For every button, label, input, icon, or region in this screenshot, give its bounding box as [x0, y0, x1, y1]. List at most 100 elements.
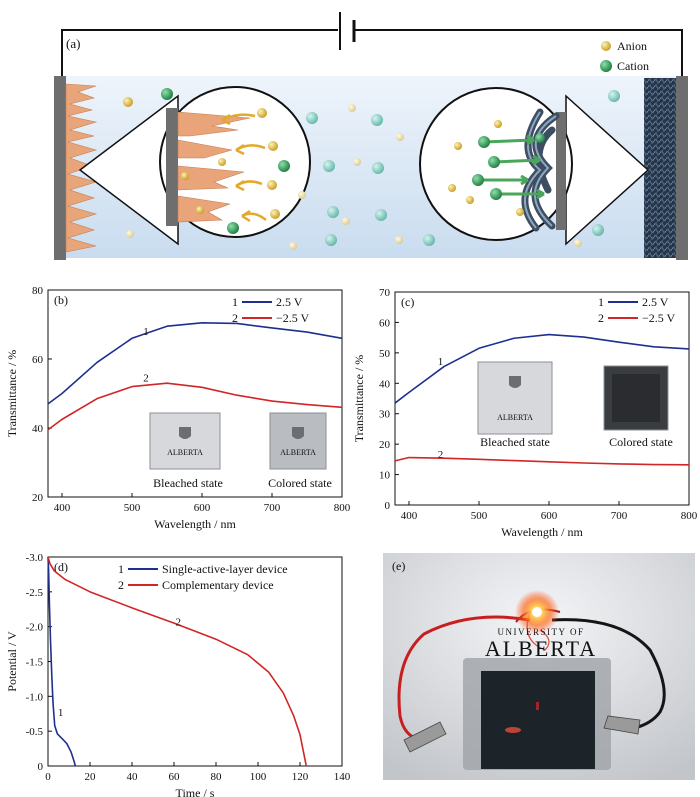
panel-a-label: (a): [66, 36, 80, 51]
cation-legend-label: Cation: [617, 59, 649, 73]
right-active-layer: [644, 78, 676, 258]
y-tick-label: 40: [379, 378, 391, 390]
dark-pane: [612, 374, 660, 422]
y-tick-label: 20: [379, 439, 391, 451]
x-axis-label: Wavelength / nm: [154, 517, 236, 531]
x-tick-label: 60: [169, 771, 181, 783]
photo-caption: Colored state: [609, 435, 673, 449]
right-zoom-ions: [448, 120, 545, 216]
plot-frame: [47, 289, 343, 498]
y-tick-label: 30: [379, 409, 391, 421]
x-tick-label: 600: [541, 510, 558, 522]
photo-logo-text: ALBERTA: [280, 448, 316, 457]
photo-logo-text: ALBERTA: [497, 413, 533, 422]
y-tick-label: 10: [379, 470, 391, 482]
crest-icon: [292, 427, 304, 439]
x-tick-label: 120: [292, 771, 309, 783]
y-tick-label: 40: [32, 423, 44, 435]
y-tick-label: -3.0: [26, 552, 44, 564]
x-tick-label: 800: [334, 502, 351, 514]
panel-label: (d): [54, 560, 68, 574]
series-number-label: 2: [143, 372, 149, 384]
left-active-layer: [65, 83, 98, 253]
y-tick-label: 0: [38, 761, 44, 773]
state-photo: [149, 412, 221, 470]
y-axis-label: Potential / V: [5, 631, 19, 692]
left-zoom-active-layer: [177, 111, 251, 223]
series-line-1: [47, 321, 343, 405]
legend-text: 2.5 V: [276, 295, 303, 309]
legend-text: 2.5 V: [642, 295, 669, 309]
legend-text: Single-active-layer device: [162, 562, 288, 576]
x-tick-label: 800: [681, 510, 698, 522]
series-number-label: 2: [175, 616, 181, 628]
y-tick-label: 80: [32, 285, 44, 297]
cation-migration-arrows: [480, 134, 545, 200]
crest-icon: [509, 376, 521, 388]
led-bulb: [532, 607, 542, 617]
anion-migration-arrows: [221, 113, 267, 223]
left-electrode: [54, 76, 66, 260]
series-line-1: [394, 333, 690, 404]
series-number-label: 1: [438, 356, 444, 368]
y-tick-label: 60: [379, 317, 391, 329]
x-tick-label: 40: [127, 771, 139, 783]
y-tick-label: -1.0: [26, 691, 44, 703]
photo-caption: Bleached state: [153, 476, 223, 490]
series-line-2: [47, 556, 308, 767]
y-tick-label: 70: [379, 287, 391, 299]
device-active-area: [481, 671, 595, 769]
led-reflection-small: [536, 702, 539, 710]
circuit-wire-left: [61, 29, 338, 78]
plot-frame: [394, 291, 690, 506]
legend-text: −2.5 V: [642, 311, 676, 325]
x-tick-label: 400: [401, 510, 418, 522]
led-reflection: [505, 727, 521, 733]
x-axis-label: Wavelength / nm: [501, 525, 583, 539]
photo-caption: Colored state: [268, 476, 332, 490]
legend-text: −2.5 V: [276, 311, 310, 325]
x-tick-label: 140: [334, 771, 351, 783]
x-axis-label: Time / s: [176, 786, 215, 797]
left-zoom-ions: [181, 108, 290, 234]
y-tick-label: -1.5: [26, 657, 44, 669]
y-axis-label: Transmittance / %: [352, 355, 366, 443]
legend-text: Complementary device: [162, 578, 274, 592]
state-photo: [477, 361, 553, 435]
x-tick-label: 700: [264, 502, 281, 514]
y-tick-label: 20: [32, 492, 44, 504]
left-zoom-electrode: [166, 108, 178, 226]
panel-a: (a) Anion Cation: [54, 12, 688, 260]
y-tick-label: 50: [379, 348, 391, 360]
y-axis-label: Transmittance / %: [5, 350, 19, 438]
panel-e: (e) UNIVERSITY OF ALBERTA: [383, 553, 695, 780]
x-tick-label: 400: [54, 502, 71, 514]
x-tick-label: 500: [471, 510, 488, 522]
y-tick-label: 0: [385, 500, 391, 512]
panel-label: (b): [54, 293, 68, 307]
state-photo: [269, 412, 327, 470]
series-number-label: 2: [438, 449, 444, 461]
right-zoom-electrode: [556, 112, 566, 230]
y-tick-label: -0.5: [26, 726, 44, 738]
series-number-label: 1: [143, 326, 149, 338]
y-tick-label: -2.0: [26, 622, 44, 634]
crest-icon: [179, 427, 191, 439]
x-tick-label: 0: [45, 771, 51, 783]
legend-index: 1: [598, 295, 604, 309]
electrolyte-ions: [123, 88, 620, 250]
right-zoom-fiber-highlights: [523, 111, 557, 229]
cation-legend-icon: [600, 60, 612, 72]
x-tick-label: 20: [85, 771, 97, 783]
red-lead-wire: [397, 615, 531, 742]
legend-index: 1: [232, 295, 238, 309]
series-line-1: [47, 556, 77, 767]
legend-index: 2: [598, 311, 604, 325]
series-line-2: [394, 456, 690, 466]
right-electrode: [676, 76, 688, 260]
circuit-wire-right: [355, 29, 683, 78]
panel-label: (c): [401, 295, 414, 309]
